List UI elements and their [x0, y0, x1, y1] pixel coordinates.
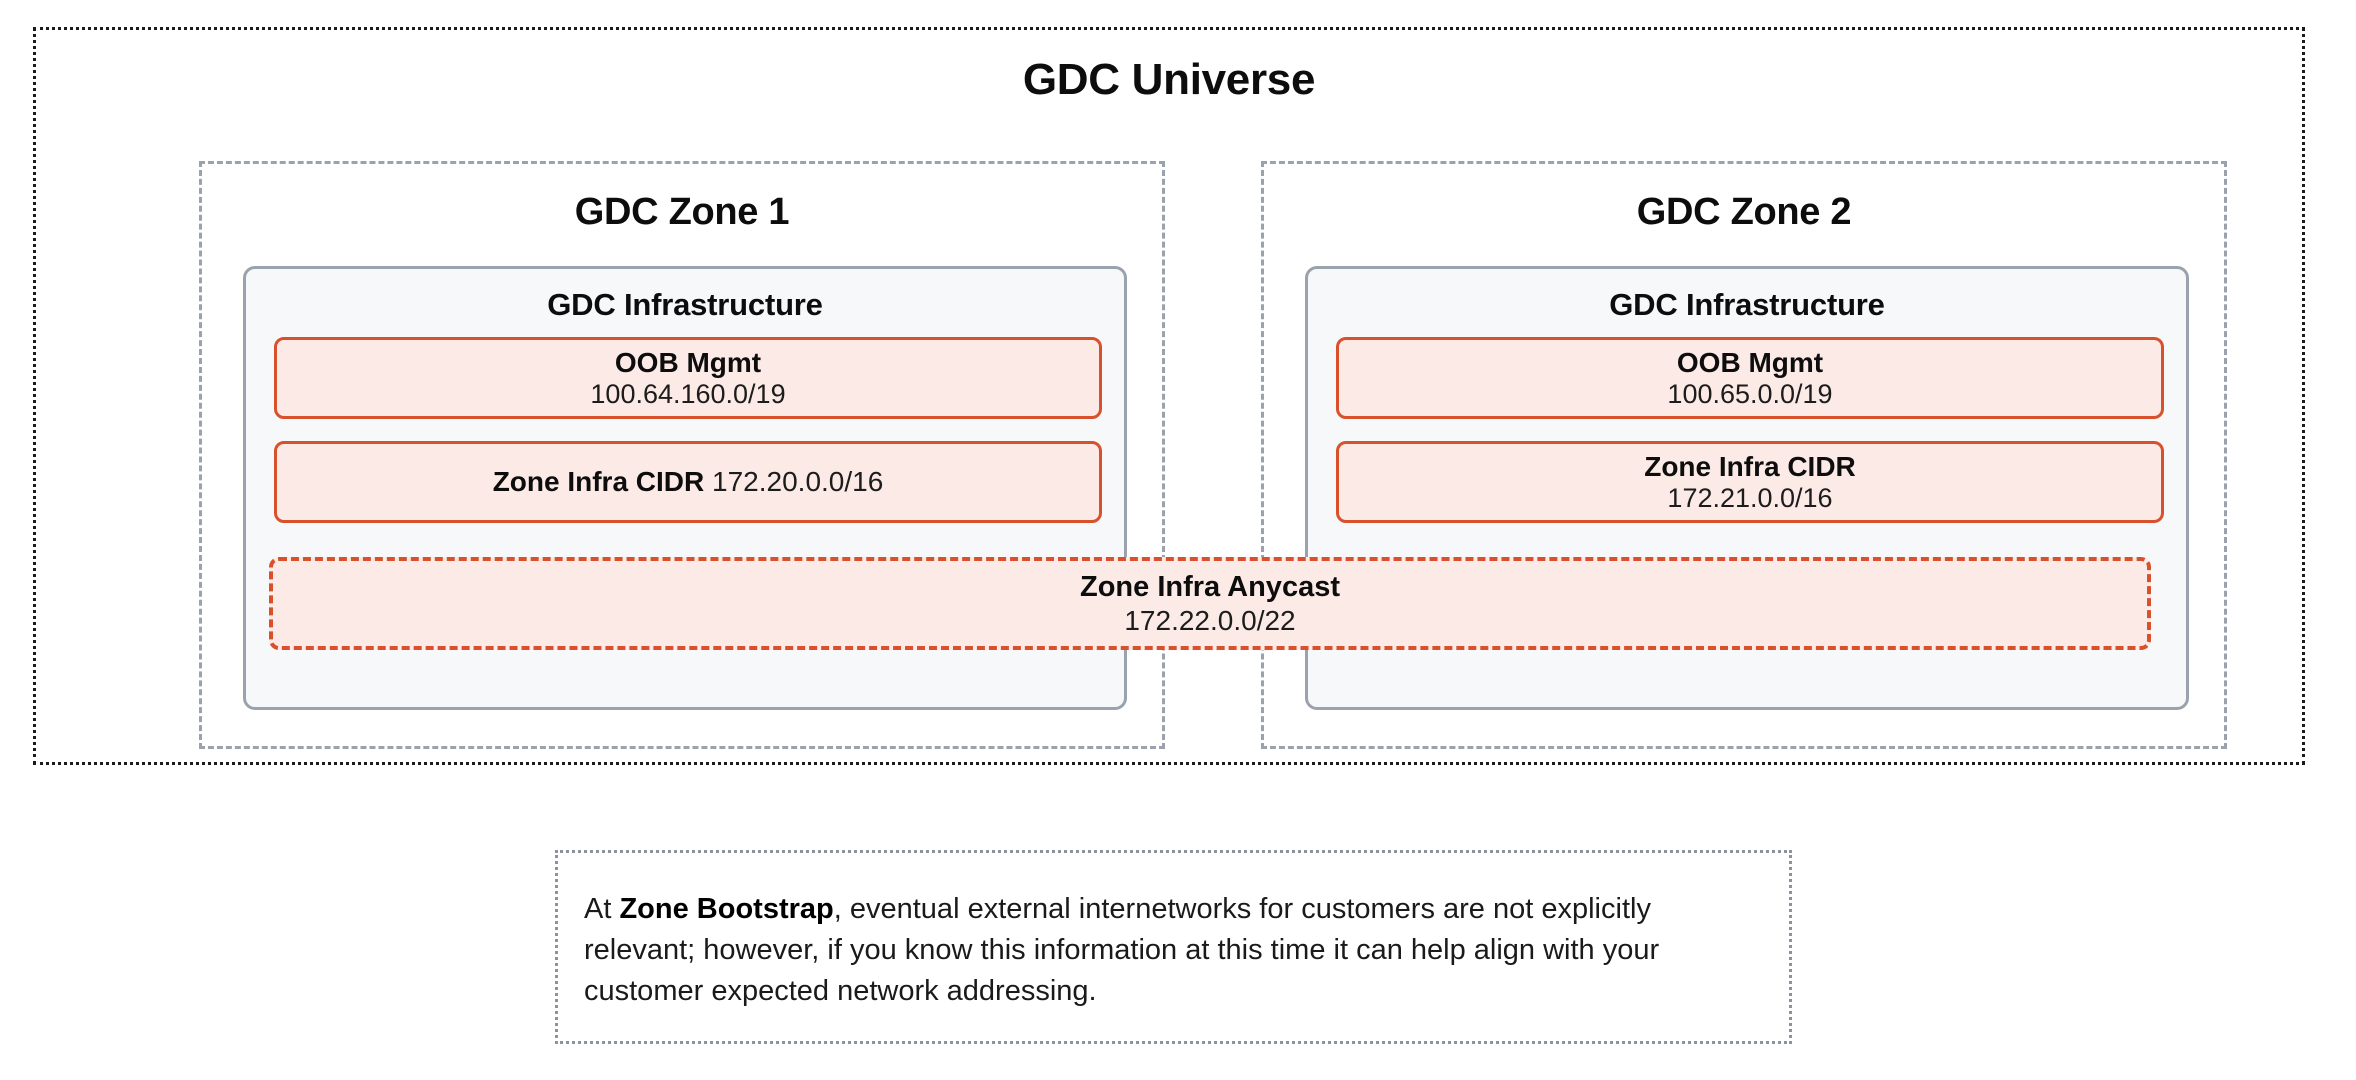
zone-2-infrastructure-title: GDC Infrastructure	[1609, 287, 1885, 322]
zone-1-infra-cidr-line: Zone Infra CIDR 172.20.0.0/16	[493, 465, 884, 498]
zone-2-oob-mgmt-box: OOB Mgmt 100.65.0.0/19	[1336, 337, 2164, 419]
note-emphasis: Zone Bootstrap	[619, 893, 834, 925]
zone-1-title: GDC Zone 1	[574, 191, 790, 233]
zone-1-infra-cidr-box: Zone Infra CIDR 172.20.0.0/16	[274, 441, 1102, 523]
gdc-universe-container: GDC Universe GDC Zone 1 GDC Infrastructu…	[33, 27, 2305, 765]
zone-1-infra-cidr-value: 172.20.0.0/16	[712, 466, 884, 498]
zone-2-oob-mgmt-label: OOB Mgmt	[1676, 346, 1824, 378]
gdc-zone-2-container: GDC Zone 2 GDC Infrastructure OOB Mgmt 1…	[1261, 161, 2227, 749]
zone-1-oob-mgmt-value: 100.64.160.0/19	[590, 378, 786, 409]
zone-1-infrastructure-title: GDC Infrastructure	[547, 287, 823, 322]
zone-infra-anycast-box: Zone Infra Anycast 172.22.0.0/22	[269, 557, 2151, 650]
zone-1-infra-cidr-label: Zone Infra CIDR	[492, 466, 705, 498]
zone-2-infra-cidr-value: 172.21.0.0/16	[1667, 482, 1833, 513]
zone-1-oob-mgmt-box: OOB Mgmt 100.64.160.0/19	[274, 337, 1102, 419]
gdc-zone-1-container: GDC Zone 1 GDC Infrastructure OOB Mgmt 1…	[199, 161, 1165, 749]
zone-2-infra-cidr-label: Zone Infra CIDR	[1644, 450, 1856, 482]
universe-title: GDC Universe	[1022, 55, 1316, 104]
zone-infra-anycast-label: Zone Infra Anycast	[1080, 570, 1340, 603]
zone-1-oob-mgmt-label: OOB Mgmt	[614, 346, 762, 378]
zone-2-oob-mgmt-value: 100.65.0.0/19	[1667, 378, 1833, 409]
note-body: , eventual external internetworks for cu…	[584, 893, 1660, 1008]
note-lead: At	[584, 893, 620, 925]
bootstrap-note-text: At Zone Bootstrap, eventual external int…	[584, 889, 1763, 1013]
zone-2-infra-cidr-box: Zone Infra CIDR 172.21.0.0/16	[1336, 441, 2164, 523]
zone-2-title: GDC Zone 2	[1636, 191, 1852, 233]
bootstrap-note-box: At Zone Bootstrap, eventual external int…	[555, 850, 1792, 1044]
zone-infra-anycast-value: 172.22.0.0/22	[1124, 605, 1296, 637]
